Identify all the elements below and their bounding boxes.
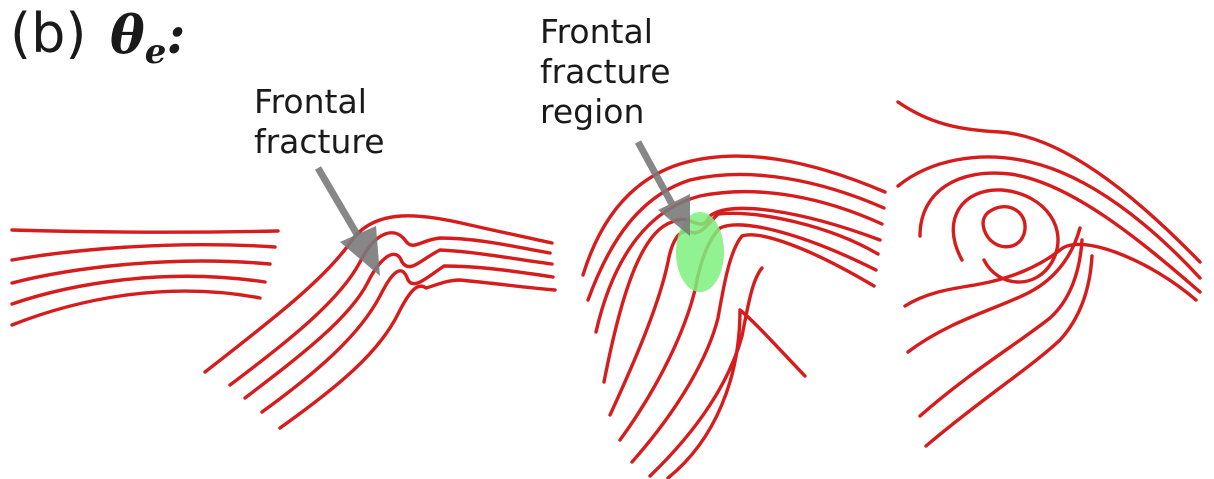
- stage-4-contours: [898, 102, 1200, 446]
- stage-3-contours: [583, 156, 885, 478]
- contour-line: [926, 256, 1092, 446]
- contour-line: [650, 268, 762, 476]
- arrow-shaft: [318, 168, 358, 236]
- contour-line: [12, 291, 260, 325]
- arrow-shaft: [638, 142, 672, 204]
- contour-line: [983, 207, 1025, 247]
- contour-line: [632, 235, 874, 462]
- contour-line: [953, 190, 1058, 282]
- annotation-arrow-2: [638, 142, 690, 236]
- contour-line: [898, 102, 1200, 262]
- stage-1-contours: [12, 230, 278, 325]
- contour-line: [262, 266, 553, 412]
- contour-line: [12, 245, 275, 260]
- contour-line: [668, 310, 805, 478]
- contour-line: [620, 225, 876, 440]
- annotation-arrow-1: [318, 168, 380, 276]
- contour-line: [280, 280, 555, 428]
- contour-line: [908, 228, 1080, 352]
- contour-line: [12, 276, 265, 304]
- contour-line: [12, 230, 278, 232]
